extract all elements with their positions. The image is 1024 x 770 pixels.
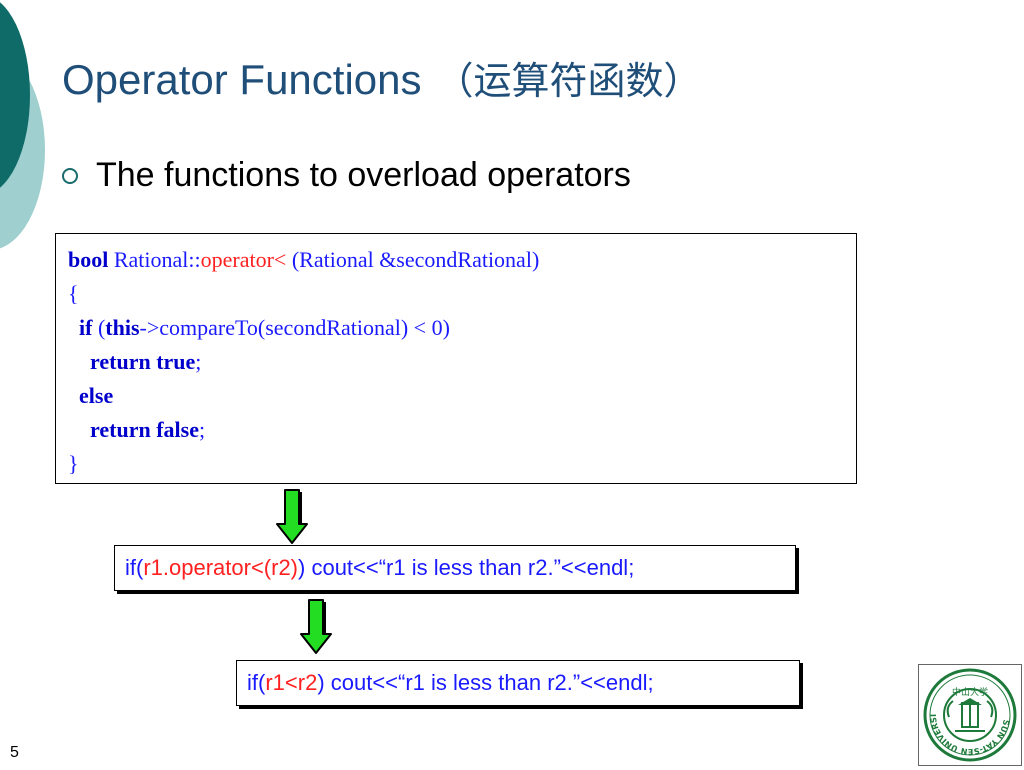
title-english: Operator Functions [62,56,422,103]
code-keyword: bool [68,247,109,272]
sysu-seal-icon: SUN YAT-SEN UNIVERSITY 中山大学 [915,658,1017,762]
code-text: Rational:: [108,247,201,272]
code-block: bool Rational::operator< (Rational &seco… [55,233,857,484]
code-text: (Rational &secondRational) [286,247,540,272]
code-indent [68,315,79,340]
code-line-4: return true; [68,345,844,379]
bullet-text: The functions to overload operators [96,156,631,194]
expression-operator-call: if(r1.operator<(r2)) cout<<“r1 is less t… [114,545,796,591]
code-keyword: this [105,315,140,340]
expression-operator-infix: if(r1 < r2) cout<<“r1 is less than r2.”<… [236,660,800,706]
code-line-2: { [68,281,79,306]
page-number: 5 [10,744,19,761]
code-text: ; [198,417,206,442]
logo-chinese-text: 中山大学 [952,686,988,698]
expr-operand: r1 [265,670,285,695]
expr-operator-call: r1.operator<(r2) [143,555,299,580]
code-line-5: else [68,379,844,413]
slide-title: Operator Functions （运算符函数） [62,50,702,105]
code-indent [68,417,90,442]
code-keyword: false [156,417,199,442]
code-line-1: bool Rational::operator< (Rational &seco… [68,243,844,277]
code-text: ->compareTo(secondRational) < 0) [139,315,450,340]
expr-text: if( [247,670,266,695]
bullet-circle-icon [62,167,78,184]
code-indent [68,349,90,374]
bullet-item: The functions to overload operators [62,156,631,195]
code-indent [68,383,79,408]
code-text: ( [92,315,106,340]
expr-text: ) cout<<“r1 is less than r2.”<<endl; [298,555,635,580]
expr-text: if( [125,555,144,580]
title-chinese: （运算符函数） [435,59,702,103]
expr-text: ) cout<<“r1 is less than r2.”<<endl; [317,670,654,695]
code-text: ; [195,349,202,374]
code-keyword: else [79,383,114,408]
code-line-7: } [68,451,79,476]
code-line-3: if (this->compareTo(secondRational) < 0) [68,311,844,345]
code-line-6: return false; [68,413,844,447]
down-arrow-icon [276,489,308,544]
expr-operand: r2 [297,670,318,695]
corner-decoration [0,2,45,249]
code-keyword: if [79,315,93,340]
university-logo: SUN YAT-SEN UNIVERSITY 中山大学 [915,658,1022,766]
code-keyword: return [90,349,151,374]
down-arrow-icon [300,599,332,654]
code-keyword: true [156,349,196,374]
expr-operator: < [284,670,298,695]
code-keyword: return [90,417,151,442]
code-operator: operator< [200,247,287,272]
